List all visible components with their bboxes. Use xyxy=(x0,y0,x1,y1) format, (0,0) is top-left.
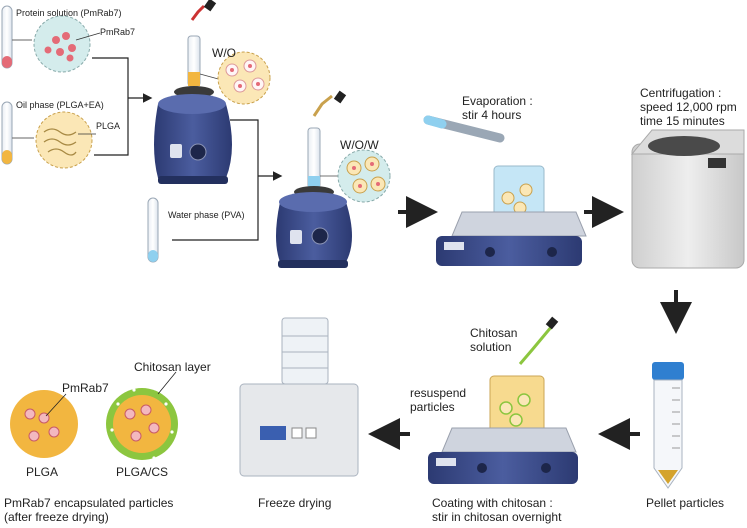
coating-line-1: Coating with chitosan : xyxy=(432,496,553,510)
wow-zoom-circle xyxy=(320,149,391,203)
caption-line-1: PmRab7 encapsulated particles xyxy=(4,496,174,510)
oil-tube xyxy=(1,101,13,165)
vortex-mixer-2 xyxy=(276,90,352,268)
oil-zoom-circle xyxy=(35,111,93,169)
chitosan-layer-label: Chitosan layer xyxy=(134,360,211,374)
chitosan-solution-line-1: Chitosan xyxy=(470,326,518,340)
plga-label: PLGA xyxy=(26,465,59,479)
water-phase-label: Water phase (PVA) xyxy=(168,210,245,220)
wo-label: W/O xyxy=(212,46,236,60)
flow-arrows xyxy=(368,196,692,450)
stirrer-evaporation xyxy=(423,115,587,266)
merge-connector xyxy=(92,57,153,156)
caption-line-2: (after freeze drying) xyxy=(4,510,109,524)
resuspend-line-1: resuspend xyxy=(410,386,467,400)
pmrab7-particle-label: PmRab7 xyxy=(62,381,109,395)
plga-zoom-label: PLGA xyxy=(96,121,121,131)
vortex-mixer-1 xyxy=(154,0,232,184)
centrifugation-line-2: speed 12,000 rpm xyxy=(640,100,737,114)
oil-phase-label: Oil phase (PLGA+EA) xyxy=(16,100,104,110)
centrifuge xyxy=(630,129,745,269)
coating-line-2: stir in chitosan overnight xyxy=(432,510,562,524)
centrifugation-line-1: Centrifugation : xyxy=(640,86,722,100)
evaporation-line-1: Evaporation : xyxy=(462,94,533,108)
freeze-drying-label: Freeze drying xyxy=(258,496,332,510)
wow-label: W/O/W xyxy=(340,138,379,152)
falcon-tube xyxy=(652,362,684,489)
protein-zoom-circle xyxy=(33,15,91,73)
pmrab7-zoom-label: PmRab7 xyxy=(100,27,136,37)
protein-tube xyxy=(1,5,13,69)
plga-cs-particle xyxy=(106,388,178,460)
plga-particle xyxy=(10,390,78,458)
wo-zoom-circle xyxy=(199,51,271,105)
plga-cs-label: PLGA/CS xyxy=(116,465,169,479)
pellet-label: Pellet particles xyxy=(646,496,725,510)
freeze-dryer xyxy=(239,317,359,477)
protein-solution-label: Protein solution (PmRab7) xyxy=(16,8,122,18)
water-tube xyxy=(147,197,159,263)
centrifugation-line-3: time 15 minutes xyxy=(640,114,725,128)
evaporation-line-2: stir 4 hours xyxy=(462,108,522,122)
chitosan-solution-line-2: solution xyxy=(470,340,512,354)
stirrer-coating xyxy=(428,316,578,484)
vortex-connector xyxy=(172,119,283,241)
resuspend-line-2: particles xyxy=(410,400,455,414)
